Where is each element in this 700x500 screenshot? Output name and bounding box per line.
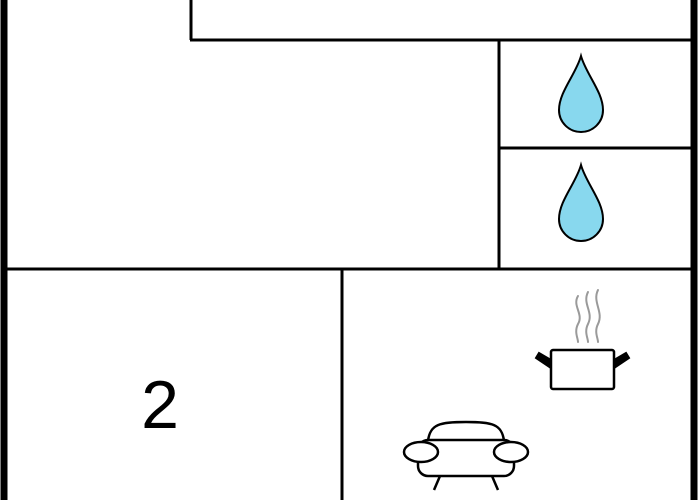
- steam-line: [575, 295, 581, 343]
- steam-line: [595, 289, 601, 343]
- room-number-label: 2: [141, 367, 179, 443]
- water-drop-icon: [557, 52, 605, 133]
- sofa-leg: [490, 475, 500, 491]
- sofa-arm-right: [492, 440, 530, 464]
- steam-line: [585, 291, 591, 343]
- sofa-arm-left: [402, 440, 440, 464]
- water-drop-icon: [557, 161, 605, 242]
- pot-body: [549, 348, 616, 391]
- sofa-leg: [432, 475, 442, 491]
- pot-handle-right: [613, 351, 631, 369]
- sofa-icon: [402, 420, 530, 491]
- cooking-pot-icon: [534, 289, 631, 391]
- pot-handle-left: [534, 351, 552, 369]
- sofa-back: [426, 420, 506, 443]
